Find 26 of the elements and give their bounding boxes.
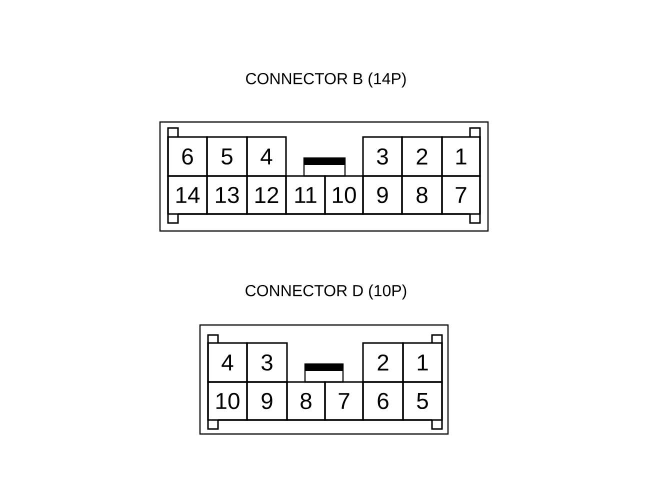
pin-cell: 9 — [246, 381, 288, 421]
pin-cell: 6 — [362, 381, 404, 421]
pin-cell: 1 — [402, 342, 443, 383]
pin-cell: 3 — [246, 342, 288, 383]
pin-cell: 4 — [207, 342, 248, 383]
pin-cell: 5 — [402, 381, 443, 421]
pin-cell: 4 — [246, 136, 287, 177]
pin-cell: 14 — [167, 175, 208, 215]
pin-cell: 5 — [206, 136, 248, 177]
pin-cell: 6 — [167, 136, 208, 177]
pin-cell: 11 — [285, 175, 326, 215]
node-label: CONNECTOR B (14P) — [246, 72, 406, 88]
pin-cell: 10 — [207, 381, 248, 421]
pin-cell: 12 — [246, 175, 287, 215]
node-label: CONNECTOR D (10P) — [246, 284, 406, 300]
pin-cell: 8 — [401, 175, 443, 215]
pin-cell: 2 — [401, 136, 443, 177]
pin-cell: 1 — [441, 136, 481, 177]
pin-cell: 13 — [206, 175, 248, 215]
pin-cell: 2 — [362, 342, 404, 383]
pin-cell: 10 — [324, 175, 364, 215]
pin-cell: 7 — [441, 175, 481, 215]
pin-cell: 3 — [362, 136, 403, 177]
pin-cell: 8 — [286, 381, 326, 421]
pin-cell: 7 — [324, 381, 364, 421]
pin-cell: 9 — [362, 175, 403, 215]
